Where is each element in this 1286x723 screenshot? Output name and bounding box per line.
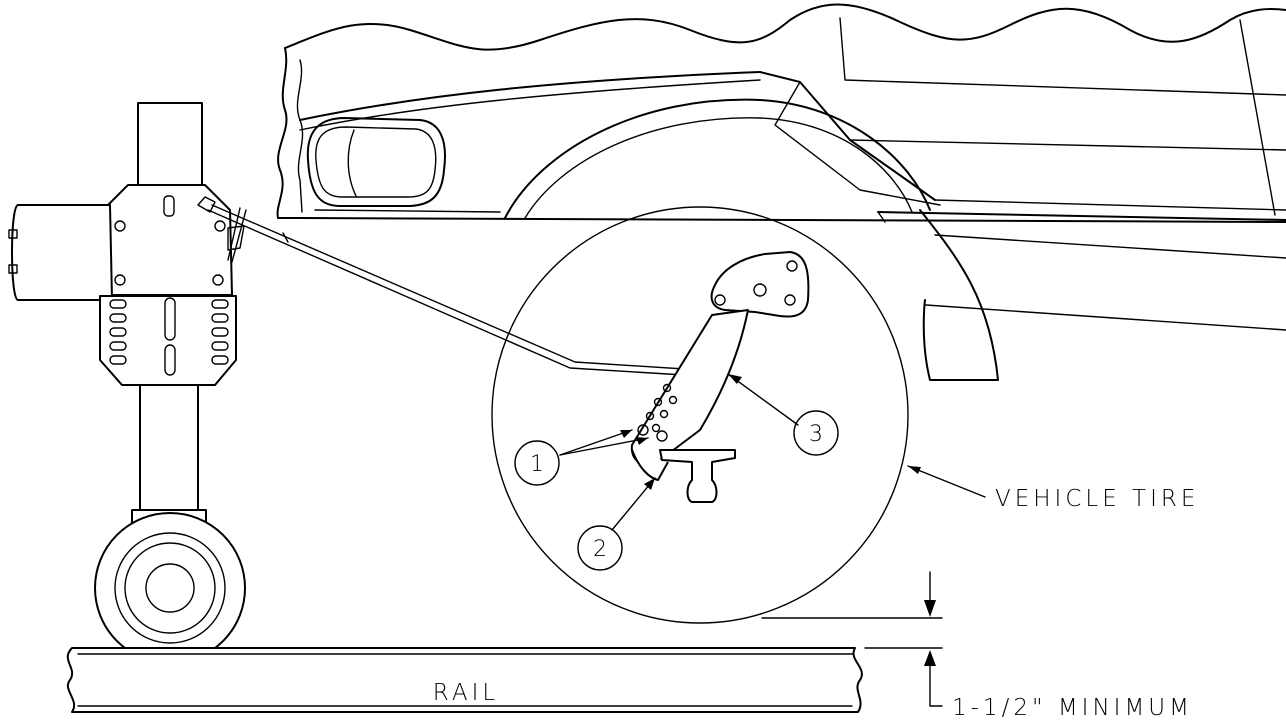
callout-1-circle <box>514 440 560 486</box>
bracket-assembly <box>630 251 810 503</box>
minimum-clearance-dimension: 1-1/2" MINIMUM <box>761 571 1193 721</box>
rail-label: RAIL <box>433 680 499 706</box>
callout-1-number: 1 <box>530 452 544 477</box>
callout-3-circle <box>793 410 839 456</box>
guide-wheel <box>94 512 246 664</box>
rail-gear-assembly <box>8 102 247 664</box>
rail: RAIL <box>66 647 863 713</box>
mounting-plate <box>99 295 237 386</box>
callout-3: 3 <box>727 373 839 456</box>
upper-post <box>137 102 203 186</box>
callout-2: 2 <box>577 477 656 571</box>
callout-1: 1 <box>514 429 649 486</box>
rail-profile <box>659 449 736 503</box>
minimum-label: 1-1/2" MINIMUM <box>952 695 1193 721</box>
vehicle-tire-callout: VEHICLE TIRE <box>907 465 1199 512</box>
vehicle-body <box>276 3 1286 381</box>
end-cap <box>11 204 113 301</box>
pull-rod <box>207 204 701 377</box>
callout-3-number: 3 <box>809 422 823 447</box>
vehicle-tire-label: VEHICLE TIRE <box>995 486 1199 512</box>
arm <box>630 309 749 466</box>
callout-2-number: 2 <box>593 537 607 562</box>
vehicle-tire <box>491 206 909 624</box>
hook <box>631 449 669 481</box>
callout-2-circle <box>577 525 623 571</box>
strut <box>139 384 199 518</box>
